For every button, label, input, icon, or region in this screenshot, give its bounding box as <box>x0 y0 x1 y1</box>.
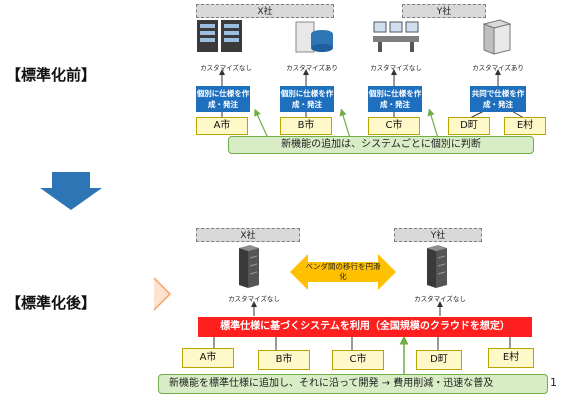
vendor-x-after: X社 <box>196 228 300 242</box>
before-note-bar: 新機能の追加は、システムごとに個別に判断 <box>228 136 534 154</box>
after-note-bar: 新機能を標準仕様に追加し、それに沿って開発 → 費用削減・迅速な普及 <box>158 374 548 394</box>
muni-a-before: A市 <box>196 117 248 135</box>
muni-e-before: E村 <box>504 117 546 135</box>
muni-b-after: B市 <box>258 350 310 370</box>
down-arrow-icon <box>40 172 102 210</box>
before-heading: 【標準化前】 <box>6 66 97 84</box>
after-heading: 【標準化後】 <box>6 294 97 312</box>
after-customize-1: カスタマイズなし <box>228 295 280 303</box>
page-number: 1 <box>550 376 557 389</box>
spec-box-3: 個別に仕様を作成・発注 <box>368 86 422 112</box>
server-tower-icon <box>482 19 512 55</box>
after-customize-2: カスタマイズなし <box>414 295 466 303</box>
server-x-icon <box>239 245 259 288</box>
vendor-x-label: X社 <box>196 4 334 18</box>
vendor-y-label: Y社 <box>402 4 486 18</box>
server-y-icon <box>427 245 447 288</box>
muni-c-after: C市 <box>332 350 384 370</box>
customize-label-3: カスタマイズなし <box>370 64 422 72</box>
muni-b-before: B市 <box>280 117 332 135</box>
spec-box-2: 個別に仕様を作成・発注 <box>280 86 334 112</box>
chevron-right-icon <box>153 277 172 311</box>
muni-d-before: D町 <box>448 117 490 135</box>
muni-d-after: D町 <box>416 350 462 370</box>
migration-label: ベンダ間の移行を円滑化 <box>305 262 381 281</box>
standard-system-bar: 標準仕様に基づくシステムを利用（全国規模のクラウドを想定） <box>198 317 532 337</box>
workstation-icon <box>373 21 419 52</box>
migration-arrow-icon <box>290 254 396 290</box>
spec-box-4: 共同で仕様を作成・発注 <box>470 86 526 112</box>
customize-label-2: カスタマイズあり <box>286 64 338 72</box>
muni-e-after: E村 <box>488 348 534 368</box>
database-server-icon <box>295 21 333 53</box>
spec-box-1: 個別に仕様を作成・発注 <box>196 86 250 112</box>
vendor-y-after: Y社 <box>394 228 482 242</box>
customize-label-4: カスタマイズあり <box>472 64 524 72</box>
customize-label-1: カスタマイズなし <box>200 64 252 72</box>
muni-c-before: C市 <box>368 117 420 135</box>
muni-a-after: A市 <box>182 348 234 368</box>
server-rack-icon <box>197 20 242 52</box>
